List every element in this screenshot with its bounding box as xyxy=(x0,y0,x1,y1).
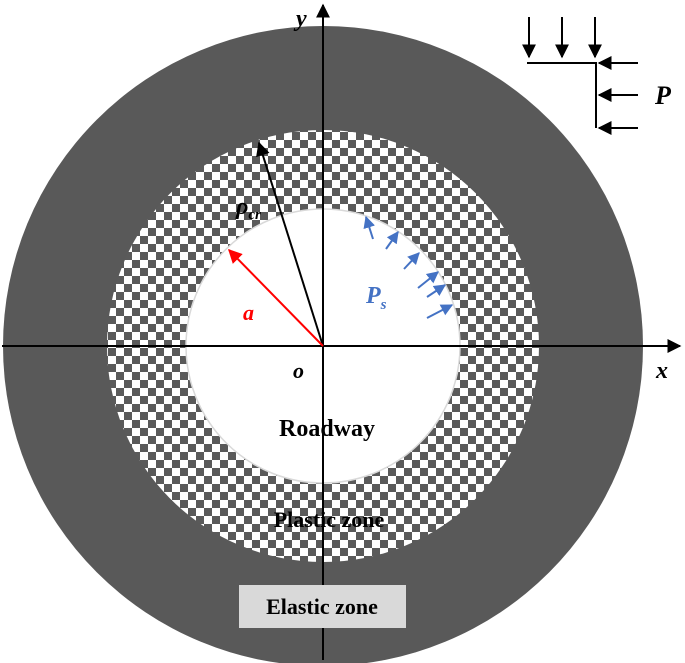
support-pressure-label: Ps xyxy=(365,283,387,313)
elastic-zone-label-box xyxy=(239,585,406,628)
far-field-pressure-label: P xyxy=(654,81,672,110)
radius-rho-cr-arrow xyxy=(256,141,324,347)
radius-rho-cr-label: ρcr xyxy=(235,194,261,223)
support-pressure-arrows xyxy=(363,215,454,319)
origin-label: o xyxy=(293,358,304,383)
radius-a-arrow xyxy=(228,248,324,347)
x-axis-label: x xyxy=(655,358,668,384)
support-pressure-arrow xyxy=(426,284,446,298)
support-pressure-arrow xyxy=(363,215,375,240)
support-pressure-arrow xyxy=(426,304,454,319)
elastic-zone-label: Elastic zone xyxy=(266,594,378,619)
far-field-pressure-symbol xyxy=(522,17,638,135)
roadway-label: Roadway xyxy=(279,416,375,442)
plastic-zone-label: Plastic zone xyxy=(274,507,385,532)
support-pressure-arrow xyxy=(403,252,420,270)
y-axis-label: y xyxy=(293,6,307,32)
radius-a-label: a xyxy=(243,300,254,325)
support-pressure-arrow xyxy=(417,271,439,289)
support-pressure-arrow xyxy=(385,231,399,250)
